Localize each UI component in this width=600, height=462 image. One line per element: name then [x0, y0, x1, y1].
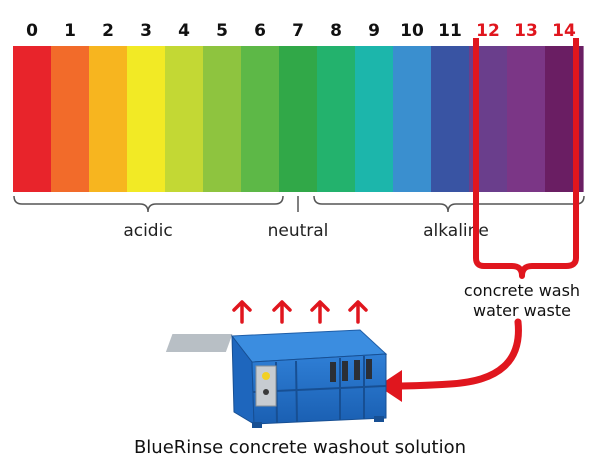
- ph-bar-11: [431, 46, 470, 192]
- alkaline-bracket: [313, 195, 585, 213]
- ph-number-2: 2: [102, 21, 114, 41]
- curved-arrow-head: [378, 370, 402, 402]
- ph-bar-10: [393, 46, 432, 192]
- alkaline-label: alkaline: [423, 221, 489, 241]
- ph-color-bars: [13, 46, 584, 192]
- ph-number-12: 12: [476, 21, 500, 41]
- callout-line-1: concrete wash: [464, 281, 580, 300]
- ph-bar-0: [13, 46, 52, 192]
- up-arrow-icon: [232, 300, 252, 324]
- caption: BlueRinse concrete washout solution: [134, 437, 466, 458]
- curved-arrow: [392, 318, 522, 390]
- up-arrow-icon: [272, 300, 292, 324]
- ph-bar-9: [355, 46, 394, 192]
- callout-line-2: water waste: [473, 301, 571, 320]
- ph-number-10: 10: [400, 21, 424, 41]
- up-arrow-icon: [348, 300, 368, 324]
- ph-number-13: 13: [514, 21, 538, 41]
- highlight-frame: [473, 38, 579, 279]
- neutral-label: neutral: [268, 221, 329, 241]
- ph-bar-6: [241, 46, 280, 192]
- acidic-label: acidic: [123, 221, 172, 241]
- ph-number-1: 1: [64, 21, 76, 41]
- ph-bar-1: [51, 46, 90, 192]
- ph-number-6: 6: [254, 21, 266, 41]
- ph-bar-13: [507, 46, 546, 192]
- ph-number-5: 5: [216, 21, 228, 41]
- ph-number-14: 14: [552, 21, 576, 41]
- ph-bar-5: [203, 46, 242, 192]
- ph-number-8: 8: [330, 21, 342, 41]
- ph-number-11: 11: [438, 21, 462, 41]
- ph-bar-3: [127, 46, 166, 192]
- ph-bar-2: [89, 46, 128, 192]
- ph-bar-8: [317, 46, 356, 192]
- ph-bar-4: [165, 46, 204, 192]
- acidic-bracket: [13, 195, 284, 213]
- up-arrow-icon: [310, 300, 330, 324]
- ph-number-0: 0: [26, 21, 38, 41]
- ph-number-7: 7: [292, 21, 304, 41]
- ph-number-3: 3: [140, 21, 152, 41]
- ph-bar-7: [279, 46, 318, 192]
- ph-number-4: 4: [178, 21, 190, 41]
- washout-unit-image: [165, 329, 388, 428]
- steam-arrows: [232, 300, 368, 324]
- ph-number-9: 9: [368, 21, 380, 41]
